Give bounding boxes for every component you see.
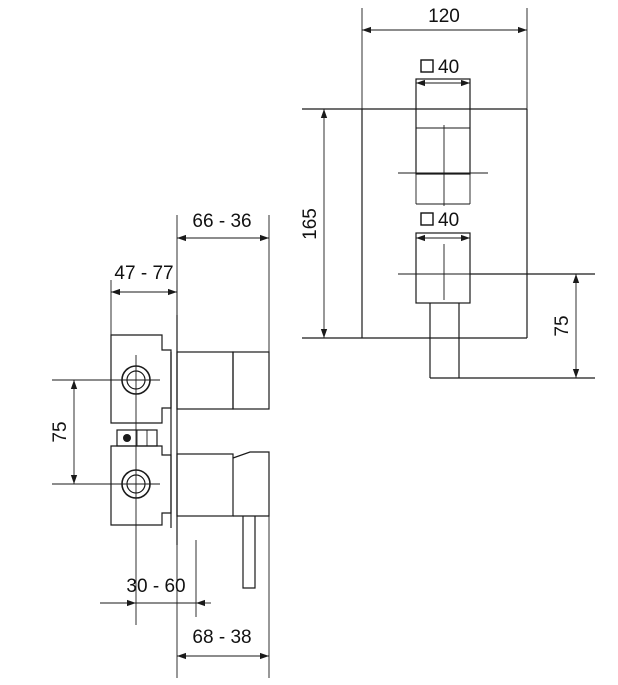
depth-top-label: 66 - 36 (192, 211, 251, 232)
offset-dimension: 30 - 60 (100, 576, 211, 607)
top-square-handle: 40 (398, 57, 488, 206)
height-label: 165 (300, 208, 321, 240)
bottom-square-handle: 40 (398, 210, 595, 379)
side-label: 75 (552, 315, 573, 336)
depth-bottom-dimension: 68 - 38 (176, 516, 270, 678)
depth-inner-label: 47 - 77 (114, 263, 173, 284)
depth-inner-dimension: 47 - 77 (110, 263, 178, 335)
side-spacing-dimension: 75 (552, 274, 580, 378)
front-view: 120 165 40 40 (300, 6, 595, 379)
depth-top-dimension: 66 - 36 (176, 211, 270, 352)
square-symbol-icon (420, 59, 434, 73)
coupling-nut (116, 429, 158, 447)
spacing-label: 75 (50, 421, 71, 442)
square-top-label: 40 (438, 57, 459, 78)
square-bottom-label: 40 (438, 210, 459, 231)
width-label: 120 (428, 6, 460, 27)
lower-valve-body (110, 445, 270, 589)
side-view: 66 - 36 47 - 77 (50, 211, 270, 678)
square-symbol-icon (420, 212, 434, 226)
width-dimension: 120 (362, 6, 527, 34)
upper-valve-body (110, 334, 270, 424)
offset-label: 30 - 60 (126, 576, 185, 597)
height-dimension: 165 (300, 109, 328, 338)
depth-bottom-label: 68 - 38 (192, 627, 251, 648)
spacing-dimension: 75 (50, 380, 78, 484)
front-plate-outline (302, 108, 528, 339)
